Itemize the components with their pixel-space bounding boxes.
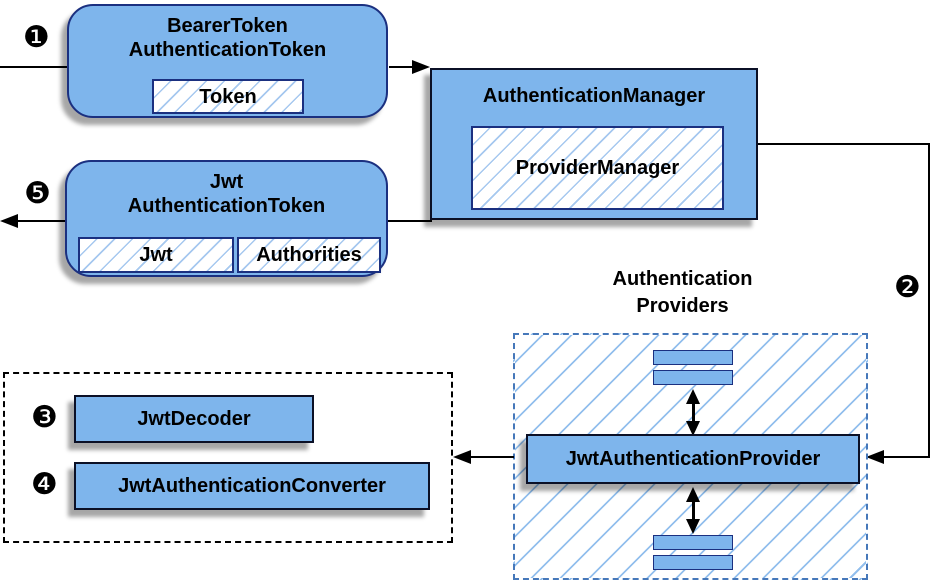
provider-to-decoder-line bbox=[471, 456, 514, 458]
provider-stack-bar bbox=[653, 350, 733, 365]
outgoing-result-line bbox=[16, 220, 65, 222]
provider-manager-field: ProviderManager bbox=[471, 126, 724, 210]
authorities-field-label: Authorities bbox=[256, 244, 362, 266]
provider-stack-double-arrow-icon bbox=[686, 389, 700, 436]
manager-to-jwt-token-line bbox=[388, 220, 432, 222]
authentication-providers-label: Authentication Providers bbox=[560, 266, 805, 320]
jwt-authentication-token-node: Jwt AuthenticationToken Jwt Authorities bbox=[65, 160, 388, 277]
outgoing-result-arrowhead-icon bbox=[0, 214, 18, 228]
jwt-token-title-line1: Jwt bbox=[209, 171, 244, 193]
jwt-decoder-node: JwtDecoder bbox=[74, 395, 314, 443]
provider-to-decoder-arrowhead-icon bbox=[453, 450, 471, 464]
bearer-token-authentication-token-node: BearerToken AuthenticationToken Token bbox=[67, 4, 388, 118]
bearer-to-manager-line bbox=[389, 66, 414, 68]
incoming-request-line bbox=[0, 66, 67, 68]
manager-to-provider-line-top bbox=[758, 143, 930, 145]
bearer-token-title-line1: BearerToken bbox=[167, 15, 288, 37]
jwt-field-label: Jwt bbox=[139, 244, 173, 266]
provider-manager-label: ProviderManager bbox=[515, 157, 680, 179]
jwt-authentication-converter-label: JwtAuthenticationConverter bbox=[118, 475, 386, 497]
jwt-authentication-provider-label: JwtAuthenticationProvider bbox=[565, 448, 821, 470]
provider-stack-bar bbox=[653, 555, 733, 570]
provider-stack-bar bbox=[653, 535, 733, 550]
jwt-authentication-provider-node: JwtAuthenticationProvider bbox=[526, 434, 860, 484]
manager-to-provider-line-vertical bbox=[928, 143, 930, 458]
token-field-label: Token bbox=[199, 85, 257, 108]
jwt-token-title-line2: AuthenticationToken bbox=[127, 195, 326, 217]
authentication-providers-label-line1: Authentication bbox=[612, 268, 753, 290]
bearer-token-title-line2: AuthenticationToken bbox=[128, 39, 327, 61]
token-field: Token bbox=[152, 79, 304, 114]
step-1-badge: ❶ bbox=[23, 20, 50, 55]
authentication-providers-group: JwtAuthenticationProvider bbox=[513, 333, 868, 580]
jwt-field: Jwt bbox=[78, 237, 234, 273]
provider-stack-bar bbox=[653, 370, 733, 385]
step-3-badge: ❸ bbox=[31, 400, 58, 435]
authentication-providers-label-line2: Providers bbox=[636, 295, 729, 317]
step-2-badge: ❷ bbox=[894, 270, 921, 305]
step-5-badge: ❺ bbox=[24, 176, 51, 211]
step-4-badge: ❹ bbox=[31, 467, 58, 502]
manager-to-provider-arrowhead-icon bbox=[866, 450, 884, 464]
jwt-decoder-label: JwtDecoder bbox=[137, 408, 251, 430]
decoder-converter-group: ❸ JwtDecoder ❹ JwtAuthenticationConverte… bbox=[3, 372, 453, 543]
authorities-field: Authorities bbox=[237, 237, 381, 273]
authentication-manager-title: AuthenticationManager bbox=[482, 85, 706, 107]
jwt-authentication-converter-node: JwtAuthenticationConverter bbox=[74, 462, 430, 510]
bearer-to-manager-arrowhead-icon bbox=[412, 60, 430, 74]
provider-stack-double-arrow-icon bbox=[686, 487, 700, 534]
authentication-manager-node: AuthenticationManager ProviderManager bbox=[430, 68, 758, 220]
manager-to-provider-line-bottom bbox=[884, 456, 930, 458]
